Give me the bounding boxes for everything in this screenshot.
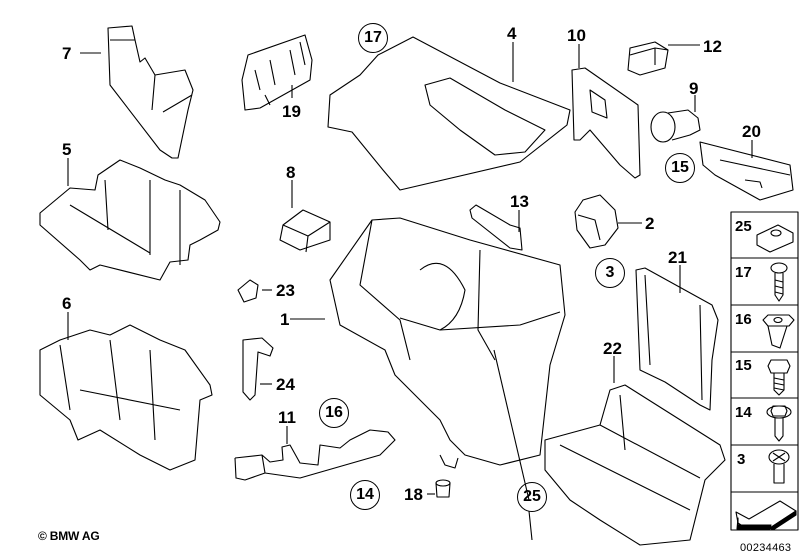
part-label-18: 18 [404,485,423,504]
fastener-legend [730,211,799,531]
part-20-strip [699,140,794,201]
part-4-cover [327,36,571,191]
part-22-frame [635,265,719,411]
part-label-20: 20 [742,122,761,141]
part-18-grommet [427,479,451,498]
circled-label-17: 17 [358,23,388,53]
part-label-2: 2 [645,214,655,233]
part-19-clip-plate [241,34,313,111]
part-11-shield [234,426,396,481]
part-label-5: 5 [62,140,72,159]
hex-flange-screw-icon [766,405,792,442]
part-2-connector [574,194,642,249]
part-label-23: 23 [276,281,295,300]
part-7-bracket [80,25,194,159]
circled-label-15: 15 [665,153,695,183]
legend-label-17: 17 [735,264,752,281]
part-label-19: 19 [282,102,301,121]
circled-label-16: 16 [319,398,349,428]
legend-label-3: 3 [737,451,746,468]
part-label-12: 12 [703,37,722,56]
part-24-clamp [242,337,274,401]
part-6-carrier [39,312,213,471]
part-label-22: 21 [668,248,687,267]
part-label-1: 1 [280,310,290,329]
part-5-carrier [39,158,221,281]
part-label-6: 6 [62,294,72,313]
part-10-side-panel [571,44,641,179]
circled-label-14: 14 [350,480,380,510]
clip-nut-icon [756,224,794,253]
part-1-housing [290,217,566,469]
part-label-24: 24 [276,375,295,394]
part-label-21: 22 [603,339,622,358]
part-label-10: 10 [567,26,586,45]
direction-arrow-icon [735,500,797,531]
expanding-nut-icon [762,314,795,349]
part-label-4: 4 [507,24,517,43]
pan-head-screw-icon [770,262,788,302]
legend-label-15: 15 [735,357,752,374]
part-12-relay [627,41,700,76]
torx-screw-icon [768,449,790,484]
circled-label-3: 3 [595,258,625,288]
part-13-rail [469,204,523,251]
part-label-13: 13 [510,192,529,211]
document-number: 00234463 [740,542,792,554]
part-label-9: 9 [689,79,699,98]
part-label-8: 8 [286,163,296,182]
legend-label-25: 25 [735,218,752,235]
part-label-11: 11 [278,408,296,427]
circled-label-25: 25 [517,482,547,512]
part-9-socket [650,95,701,143]
copyright-notice: © BMW AG [38,529,100,543]
hex-head-screw-icon [767,359,791,396]
part-8-cover-clip [279,180,331,253]
part-label-7: 7 [62,44,72,63]
part-21-base-box [544,356,726,546]
legend-label-16: 16 [735,311,752,328]
part-23-clip [237,279,272,303]
legend-label-14: 14 [735,404,752,421]
